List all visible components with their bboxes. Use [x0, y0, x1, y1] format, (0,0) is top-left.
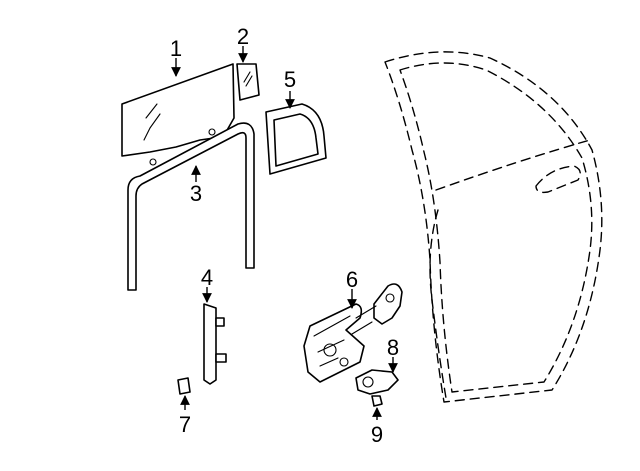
callout-4: 4 — [201, 265, 213, 290]
door-glass: 1 — [121, 36, 235, 166]
rear-door-outline — [384, 51, 603, 403]
window-regulator: 6 — [303, 267, 403, 383]
regulator-motor: 8 — [355, 335, 399, 395]
callout-8: 8 — [387, 335, 399, 360]
quarter-glass: 2 — [236, 24, 260, 101]
callout-9: 9 — [371, 422, 383, 447]
callout-7: 7 — [179, 412, 191, 437]
callout-1: 1 — [170, 36, 182, 61]
callout-5: 5 — [284, 67, 296, 92]
glass-run-channel: 3 — [127, 122, 255, 291]
callout-2: 2 — [237, 24, 249, 49]
window-guide: 4 — [201, 265, 227, 385]
callout-3: 3 — [190, 181, 202, 206]
clip: 7 — [177, 377, 191, 437]
quarter-window-seal: 5 — [265, 67, 327, 175]
nut: 9 — [371, 395, 383, 447]
callout-6: 6 — [346, 267, 358, 292]
